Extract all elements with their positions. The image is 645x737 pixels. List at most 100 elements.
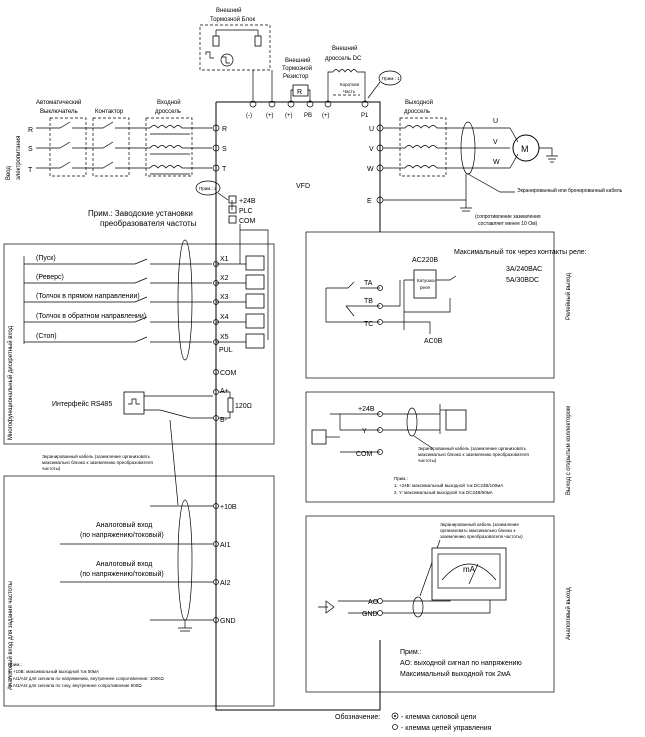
term-r: R [222,126,227,133]
vfd-label: VFD [296,183,310,190]
term-w: W [367,166,374,173]
rs485-resistor: 120Ω [235,403,252,410]
legend-control: - клемма цепей управления [401,724,492,732]
brake-res-title-1: Внешний [285,57,310,64]
meter-label: mA [463,565,476,574]
term-24v-oc: +24В [358,406,375,413]
relay-rating-ac: 3А/240ВАС [506,266,542,273]
legend: Обозначение: - клемма силовой цепи - кле… [335,712,492,732]
term-a-plus: A+ [220,388,229,395]
di-item-jog-rev: (Толчок в обратном направлении) [36,312,146,320]
motor-v: V [493,139,498,146]
term-v: V [369,146,374,153]
oc-shield-note-2: максимально близко к заземлению преобраз… [418,452,529,457]
phase-t-label: T [28,167,33,174]
rs485-label: Интерфейс RS485 [52,400,112,408]
output-choke-title-2: дроссель [404,109,430,115]
motor-u: U [493,118,498,125]
ai2-label-2: (по напряжению/токовый) [80,570,164,578]
ao-notes-1: AO: выходной сигнал по напряжению [400,659,522,667]
brake-res-title-3: Резистор [283,74,309,80]
term-pul: PUL [219,347,233,354]
term-ta: TA [364,280,373,287]
term-x2: X2 [220,275,229,282]
ai1-label-1: Аналоговый вход [96,521,152,529]
motor-w: W [493,159,500,166]
motor-label: M [521,144,529,154]
power-terminals: Прим.: 2 +24В PLC COM Прим.: Заводские у… [88,180,256,228]
ao-notes-2: Максимальный выходной ток 2мА [400,670,511,678]
di-item-start: (Пуск) [36,255,56,262]
external-dc-choke: Внешний дроссель DC Короткая Часть Прим.… [325,45,402,101]
dc-term-plus-3: (+) [322,113,330,119]
legend-title: Обозначение: [335,713,380,721]
oc-shield-note-1: Экранированный кабель (заземление органи… [418,445,527,451]
output-section: Выходной дроссель U V W U V W M Экраниро… [367,99,623,227]
term-plus10: +10В [220,504,237,511]
brake-unit-title-2: Тормозной Блок [210,16,255,23]
short-part-1: Короткая [340,82,360,87]
analog-input-section: Аналоговый вход для задания частоты +10В… [3,475,275,707]
relay-coil-1: Катушка [417,278,435,283]
term-u: U [369,126,374,133]
open-collector-section: Выход с открытым коллектором +24В Y COM … [305,391,572,503]
term-tc: TC [364,321,373,328]
term-s: S [222,146,227,153]
ai2-label-1: Аналоговый вход [96,560,152,568]
relay-section-label: Релейный выход [565,273,572,320]
term-x3: X3 [220,294,229,301]
term-tb: TB [364,298,373,305]
ai-notes-2: 2. AI1/AI2 для сигнала по напряжению, вн… [8,676,164,681]
oc-notes-1: 1. +24В: максимальный выходной ток DC24В… [394,482,503,488]
digital-input-section: Многофункциональный дискретный вход (Пус… [3,224,275,506]
term-x1: X1 [220,256,229,263]
ao-shield-note-2: организовать максимально близко к [440,528,515,533]
brake-res-title-2: Тормозной [282,65,312,72]
term-y: Y [362,428,367,435]
dc-term-pb: PB [304,113,312,119]
breaker-title-1: Автоматический [36,99,81,106]
phase-r-label: R [28,127,33,134]
factory-note-2: преобразователя частоты [100,219,197,228]
term-com: COM [239,218,256,225]
legend-power: - клемма силовой цепи [401,713,476,721]
input-choke-title-2: дроссель [155,109,181,115]
ground-note-2: составляет менее 10 Ом) [478,221,538,227]
di-item-stop: (Стоп) [36,333,57,340]
ai-notes-1: 1. +10В: максимальный выходной ток 50мА [8,668,99,674]
term-com-oc: COM [356,451,373,458]
relay-ac0: AC0В [424,338,443,345]
di-shield-note-2: максимально близко к заземлению преобраз… [42,460,153,465]
ai-notes-0: Прим.: [8,662,22,667]
term-gnd-ao: GND [362,611,378,618]
relay-ac-label: AC220В [412,257,438,264]
oc-section-label: Выход с открытым коллектором [566,406,572,495]
external-brake-unit: Внешний Тормозной Блок [199,7,273,100]
shield-cable-note: Экранированный или бронированный кабель [517,187,623,194]
relay-coil-2: реле [420,285,430,290]
dc-term-minus: (-) [246,113,252,119]
digital-section-label: Многофункциональный дискретный вход [7,325,14,440]
input-section: Ввод электропитания Автоматический Выклю… [6,99,227,180]
di-item-jog-fwd: (Толчок в прямом направлении) [36,293,140,300]
term-plc: PLC [239,208,253,215]
resistor-letter: R [297,89,302,96]
term-ao: AO [368,599,379,606]
vfd-outline-left [215,102,381,711]
dc-choke-title-1: Внешний [332,45,357,52]
dc-term-plus-1: (+) [266,113,274,119]
note2-bubble: Прим.: 2 [199,186,217,191]
input-choke-title-1: Входной [157,99,181,106]
term-x4: X4 [220,314,229,321]
breaker-title-2: Выключатель [40,109,78,115]
supply-label-1: Ввод [6,166,12,180]
term-ai1: AI1 [220,542,231,549]
ao-shield-note-1: Экранированный кабель (заземление [440,521,519,527]
ao-shield-note-3: заземлению преобразователя частоты) [440,534,523,539]
term-b-minus: B- [220,417,228,424]
external-brake-resistor: Внешний Тормозной Резистор R [282,57,312,101]
di-shield-note-3: частоты) [42,466,61,471]
term-gnd-ai: GND [220,618,236,625]
